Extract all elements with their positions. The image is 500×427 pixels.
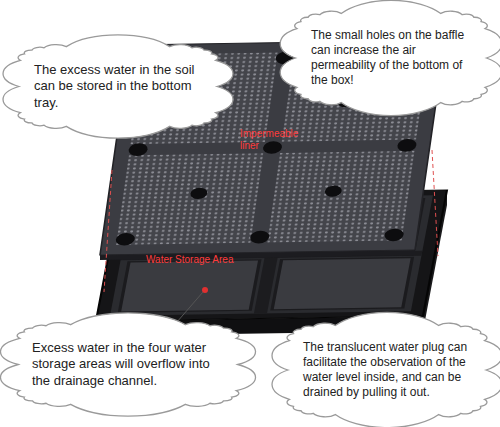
- callout-text: The small holes on the baffle can increa…: [311, 28, 471, 88]
- callout-text: The excess water in the soil can be stor…: [34, 62, 202, 111]
- callout-text: The translucent water plug can facilitat…: [303, 340, 471, 400]
- callout-cloud: The excess water in the soil can be stor…: [8, 40, 228, 133]
- part-label: Water Storage Area: [146, 254, 256, 266]
- callout-cloud: The translucent water plug can facilitat…: [277, 318, 497, 422]
- callout-cloud: The small holes on the baffle can increa…: [285, 6, 497, 110]
- part-label: Impermeable liner: [240, 128, 302, 151]
- callout-text: Excess water in the four water storage a…: [32, 340, 224, 389]
- guide-lines: [104, 150, 438, 292]
- callout-cloud: Excess water in the four water storage a…: [6, 318, 250, 411]
